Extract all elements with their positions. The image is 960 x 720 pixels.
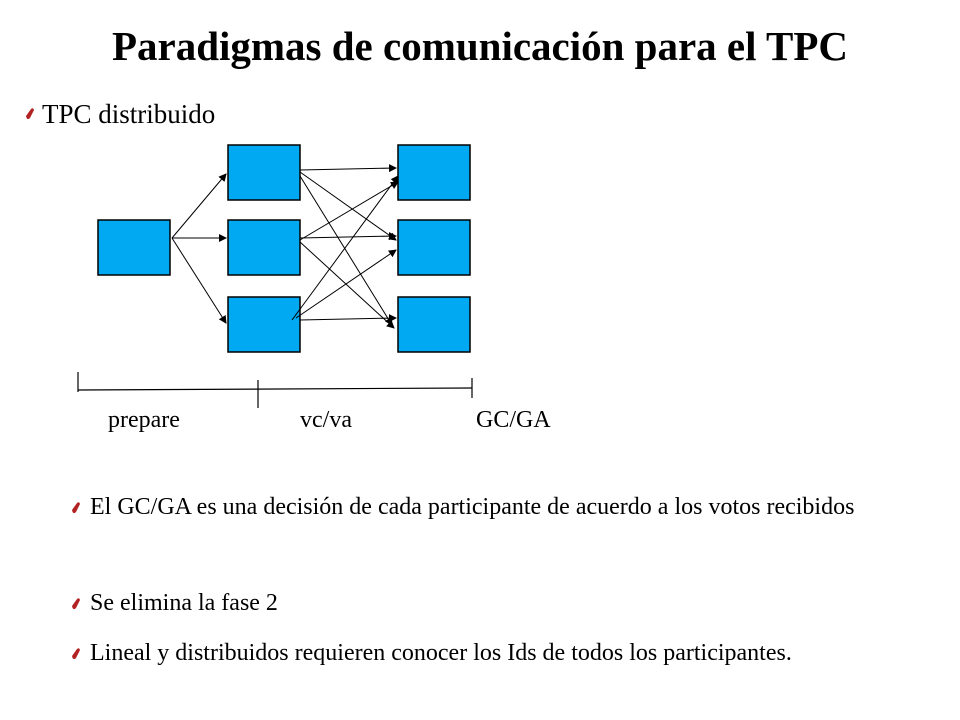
sub-bullet-3: Lineal y distribuidos requieren conocer … <box>70 636 910 670</box>
vote-arrow <box>299 314 397 323</box>
phase-label-prepare: prepare <box>108 407 180 433</box>
main-bullet: TPC distribuido <box>24 96 215 132</box>
vote-arrow <box>299 164 397 173</box>
bullet-icon <box>26 108 34 120</box>
bullet-icon <box>72 598 80 610</box>
vote-arrow <box>299 241 395 329</box>
sub-bullet-text: Lineal y distribuidos requieren conocer … <box>90 640 792 666</box>
participant-box-3 <box>227 296 301 353</box>
vote-arrow <box>295 249 397 319</box>
slide-title: Paradigmas de comunicación para el TPC <box>111 23 849 69</box>
sub-bullet-text: Se elimina la fase 2 <box>90 590 278 616</box>
vote-arrow <box>299 171 397 241</box>
coordinator-box <box>97 219 171 276</box>
main-bullet-text: TPC distribuido <box>42 99 216 129</box>
phase-label-decision: GC/GA <box>476 407 551 433</box>
vote-arrow <box>299 232 397 241</box>
prepare-arrow-1 <box>171 173 227 239</box>
timeline <box>77 387 473 391</box>
receiver-box-2 <box>397 219 471 276</box>
prepare-arrow-3 <box>171 237 227 324</box>
participant-box-1 <box>227 144 301 201</box>
receiver-box-1 <box>397 144 471 201</box>
sub-bullet-1: El GC/GA es una decisión de cada partici… <box>70 490 910 524</box>
sub-bullet-text: El GC/GA es una decisión de cada partici… <box>90 494 855 520</box>
bullet-icon <box>72 502 80 514</box>
vote-arrow <box>291 175 399 321</box>
phase-label-vote: vc/va <box>300 407 352 433</box>
vote-arrow <box>299 181 399 241</box>
bullet-icon <box>72 648 80 660</box>
vote-arrow <box>299 175 393 326</box>
participant-box-2 <box>227 219 301 276</box>
receiver-box-3 <box>397 296 471 353</box>
sub-bullet-2: Se elimina la fase 2 <box>70 586 910 620</box>
